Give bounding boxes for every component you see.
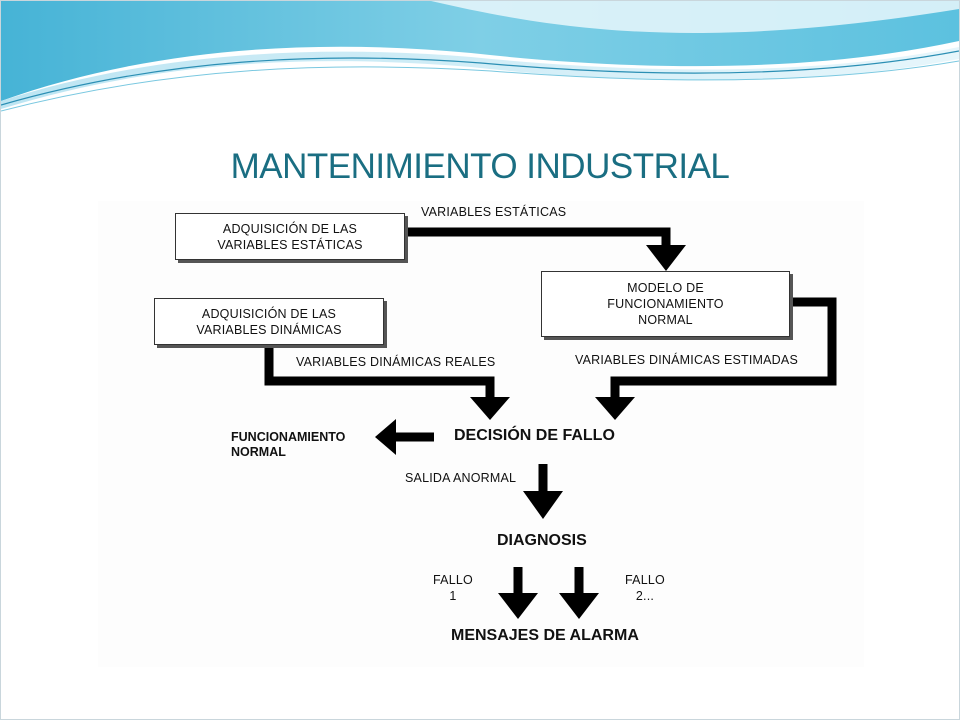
box-line: FUNCIONAMIENTO (607, 297, 724, 311)
abnormal-output-arrowhead (523, 491, 563, 519)
fault-1-arrowhead (498, 593, 538, 619)
static-variables-arrowhead (646, 245, 686, 271)
fault-2-label: FALLO 2... (620, 572, 670, 604)
fault-2-arrowhead (559, 593, 599, 619)
node-line: FUNCIONAMIENTO (231, 430, 346, 444)
static-variables-connector (404, 227, 671, 245)
label-line: FALLO (433, 573, 473, 587)
diagnosis-node: DIAGNOSIS (497, 532, 587, 549)
box-line: ADQUISICIÓN DE LAS (201, 306, 337, 321)
box-line: MODELO DE (627, 281, 704, 295)
static-variables-label: VARIABLES ESTÁTICAS (421, 205, 567, 219)
real-dynamic-variables-label: VARIABLES DINÁMICAS REALES (296, 355, 496, 369)
label-line: 2... (635, 589, 655, 603)
box-line: ADQUISICIÓN DE LAS (222, 221, 358, 236)
slide-title: MANTENIMIENTO INDUSTRIAL (230, 147, 730, 186)
estimated-dynamic-connector (610, 297, 837, 397)
fault-1-label: FALLO 1 (428, 572, 478, 604)
dynamic-acquisition-box: ADQUISICIÓN DE LAS VARIABLES DINÁMICAS (154, 298, 384, 345)
box-line: VARIABLES DINÁMICAS (196, 322, 342, 337)
abnormal-output-label: SALIDA ANORMAL (405, 471, 517, 485)
real-dynamic-connector (264, 345, 495, 397)
diagram-arrows (264, 227, 837, 619)
normal-operation-arrowhead (375, 419, 396, 455)
label-line: 1 (449, 589, 457, 603)
label-line: FALLO (625, 573, 665, 587)
normal-model-box: MODELO DE FUNCIONAMIENTO NORMAL (541, 271, 790, 337)
real-dynamic-arrowhead (470, 397, 510, 420)
fault-decision-node: DECISIÓN DE FALLO (454, 427, 615, 444)
static-acquisition-box: ADQUISICIÓN DE LAS VARIABLES ESTÁTICAS (175, 213, 405, 260)
estimated-dynamic-variables-label: VARIABLES DINÁMICAS ESTIMADAS (575, 353, 798, 367)
diagnosis-flow-diagram: ADQUISICIÓN DE LAS VARIABLES ESTÁTICAS A… (98, 201, 864, 667)
node-line: NORMAL (231, 445, 286, 459)
alarm-messages-node: MENSAJES DE ALARMA (451, 627, 639, 644)
normal-operation-node: FUNCIONAMIENTO NORMAL (231, 430, 345, 460)
box-line: VARIABLES ESTÁTICAS (217, 237, 363, 252)
header-wave-decoration (1, 1, 959, 112)
estimated-dynamic-arrowhead (595, 397, 635, 420)
box-line: NORMAL (638, 313, 693, 327)
